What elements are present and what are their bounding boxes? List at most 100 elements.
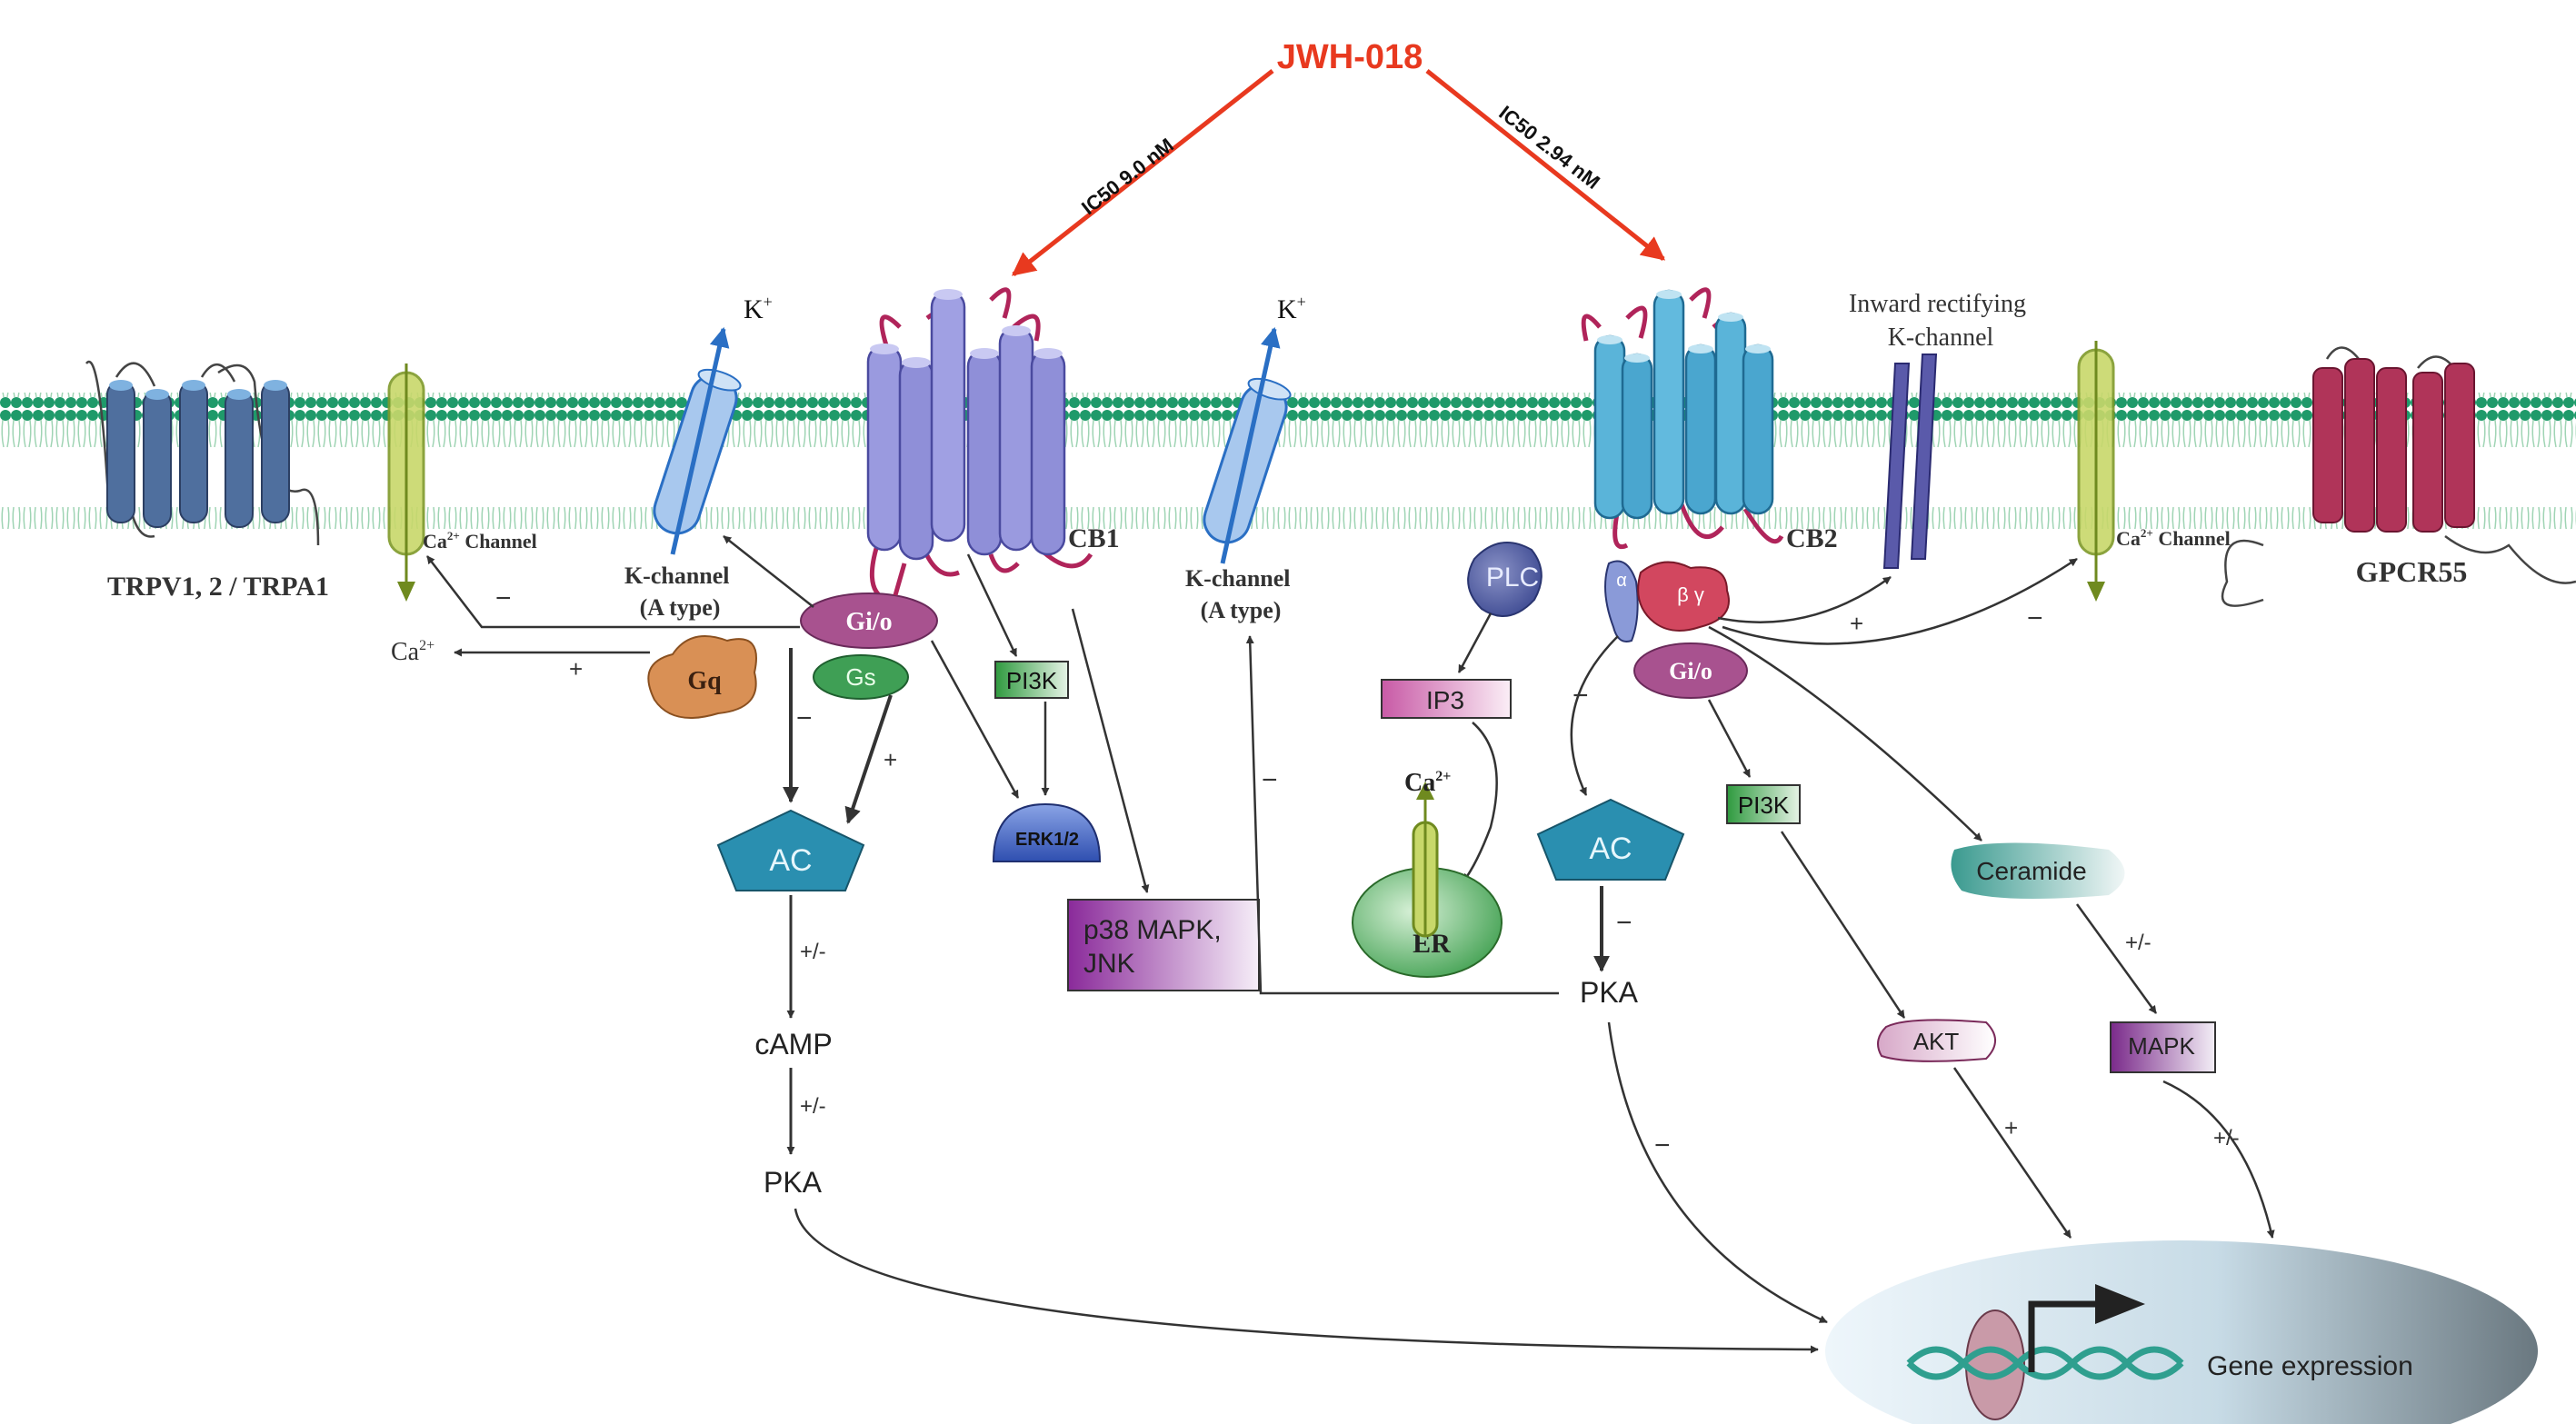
ligand-to-cb1-arrow [1011, 69, 1274, 276]
pi3k-to-akt-arrow [1780, 831, 1906, 1019]
ca-channel-left-label: Ca2+ Channel [423, 529, 537, 553]
plus-ca: + [569, 655, 583, 682]
plc-to-ip3-arrow [1457, 612, 1493, 673]
plc-label: PLC [1486, 563, 1539, 593]
ligand-label: JWH-018 [1277, 38, 1423, 76]
k-channel-left [653, 326, 742, 555]
pi3k-cb1-label: PI3K [1006, 667, 1058, 694]
mapk-label: MAPK [2128, 1032, 2195, 1060]
g-beta-gamma-label: β γ [1677, 583, 1704, 606]
gio-cb2-to-pi3k-arrow [1707, 699, 1752, 778]
minus-ca-channel: − [495, 583, 512, 613]
pm-mapk-nucleus: +/- [2213, 1126, 2240, 1150]
minus-ac-cb2: − [1573, 681, 1589, 711]
ceramide [1951, 842, 2125, 899]
minus-ac-pka-cb2: − [1616, 908, 1632, 938]
gs-to-ac-arrow [844, 694, 893, 824]
ip3 [1381, 679, 1512, 719]
pi3k-cb1 [994, 661, 1069, 699]
plus-akt: + [2004, 1114, 2018, 1141]
minus-pka-nucleus: − [1654, 1130, 1671, 1160]
pi3k-cb2 [1726, 784, 1801, 824]
cb1-label: CB1 [1068, 523, 1120, 553]
g-alpha-subunit [1604, 560, 1639, 642]
pm-ac-camp: +/- [800, 940, 826, 964]
ligand-to-cb2-arrow [1425, 69, 1666, 261]
bg-to-ceramide-arrow [1708, 625, 1982, 841]
gpcr55-label: GPCR55 [2356, 555, 2468, 588]
erk-label: ERK1/2 [1015, 830, 1079, 850]
k-ion-mid: K+ [1277, 293, 1306, 324]
cell-membrane [0, 393, 2576, 529]
bg-to-ca-right-arrow [1722, 557, 2078, 645]
ac-cb1-label: AC [769, 843, 812, 878]
k-channel-mid [1203, 326, 1292, 564]
k-ion-left: K+ [744, 293, 773, 324]
gs-label: Gs [845, 663, 875, 691]
bg-to-inward-k-arrow [1717, 575, 1892, 623]
p38-jnk [1067, 899, 1260, 991]
p38-jnk-label: p38 MAPK, JNK [1083, 915, 1229, 979]
pka-cb2-label: PKA [1580, 976, 1639, 1009]
plc-protein [1467, 542, 1543, 617]
ip3-label: IP3 [1426, 686, 1464, 714]
mapk [2110, 1021, 2216, 1073]
pka-cb2-to-nucleus-arrow [1607, 1021, 1828, 1324]
pi3k-cb2-label: PI3K [1738, 792, 1790, 819]
gio-cb1-label: Gi/o [845, 608, 892, 636]
g-beta-gamma-subunit [1637, 561, 1730, 632]
ceramide-label: Ceramide [1976, 857, 2086, 885]
ac-cb1 [716, 809, 865, 891]
pka-cb1-label: PKA [764, 1166, 823, 1199]
gio-to-erk-arrow [930, 640, 1020, 799]
ca-ion-left: Ca2+ [391, 638, 434, 666]
er-ca-arrowhead [1416, 782, 1434, 800]
cb1-to-p38-arrow [1071, 608, 1150, 893]
ic50-cb1-label: IC50 9.0 nM [1077, 134, 1178, 219]
plus-ac-cb1: + [884, 746, 897, 773]
trpv-trpa-label: TRPV1, 2 / TRPA1 [107, 572, 329, 602]
trpv-trpa-channel [85, 360, 320, 546]
ceramide-to-mapk-arrow [2075, 903, 2158, 1014]
gpcr55-receptor [2221, 346, 2576, 607]
erk-protein [992, 802, 1102, 862]
gio-to-k-channel-left-arrow [723, 535, 814, 608]
ca-channel-right [2077, 341, 2115, 602]
transcription-arrowhead [2095, 1284, 2145, 1324]
pm-ceramide-mapk: +/- [2125, 931, 2152, 955]
inward-rectifying-label: Inward rectifying K-channel [1849, 290, 2032, 352]
transcription-start-arrow [2028, 1300, 2100, 1372]
plus-inward-k: + [1850, 610, 1863, 637]
dna-helix [1906, 1346, 2184, 1380]
k-channel-mid-label: K-channel (A type) [1185, 565, 1296, 623]
ac-cb2 [1536, 798, 1685, 881]
nucleus [1825, 1240, 2538, 1424]
ca-channel-right-label: Ca2+ Channel [2116, 526, 2231, 550]
camp-label: cAMP [754, 1028, 832, 1061]
gio-cb1 [800, 593, 938, 649]
akt-protein [1877, 1019, 1996, 1062]
ca-ion-er: Ca2+ [1404, 769, 1451, 797]
ic50-cb2-label: IC50 2.94 nM [1494, 101, 1603, 194]
mapk-to-nucleus-arrow [2162, 1080, 2275, 1239]
pka-cb1-to-nucleus-arrow [794, 1208, 1819, 1354]
akt-to-nucleus-arrow [1952, 1067, 2072, 1239]
minus-ca-right: − [2027, 603, 2043, 633]
cb1-receptor [866, 287, 1093, 602]
cb2-receptor [1581, 287, 1784, 550]
inward-rectifying-k-channel [1882, 354, 1938, 569]
pm-camp-pka: +/- [800, 1094, 826, 1119]
gio-to-ca-channel-arrow [426, 555, 800, 629]
minus-ac-cb1: − [796, 703, 813, 733]
ip3-to-er-arrow [1462, 722, 1498, 882]
akt-label: AKT [1913, 1028, 1960, 1055]
ac-cb2-label: AC [1589, 831, 1632, 866]
cb2-label: CB2 [1786, 523, 1838, 553]
pka-cb2-to-k-channel-arrow [1245, 635, 1559, 995]
ca-channel-left [387, 363, 425, 602]
g-alpha-label: α [1616, 571, 1627, 591]
gene-expression-label: Gene expression [2207, 1351, 2413, 1381]
cb1-to-pi3k-arrow [966, 553, 1018, 657]
gs-protein [813, 654, 909, 700]
